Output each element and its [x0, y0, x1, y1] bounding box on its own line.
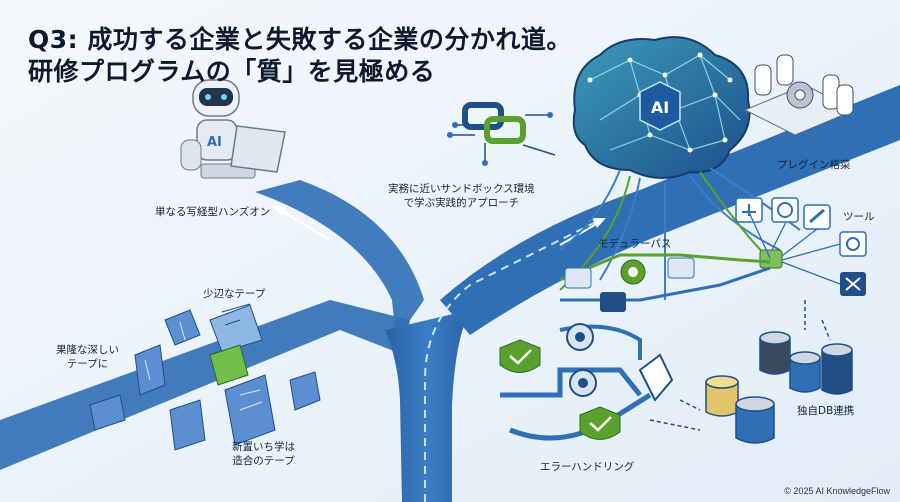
dashboard-icon: [771, 197, 799, 223]
error-node-icon: [638, 353, 674, 402]
label-shallow-tape: 少辺なテープ: [203, 288, 266, 300]
label-error-handling: エラーハンドリング: [540, 461, 635, 473]
page-title-line-2: 研修プログラムの「質」を見極める: [28, 57, 436, 86]
block: [209, 304, 263, 353]
robot-arm: [180, 139, 202, 171]
road-trunk: [385, 310, 470, 502]
label-db-link: 独自DB連携: [797, 405, 855, 417]
arrow-head-icon: [592, 218, 606, 228]
road-centerline: [424, 219, 601, 502]
chain-link-icon: [447, 102, 556, 166]
module-tile: [667, 257, 695, 279]
robot-eye: [221, 94, 227, 100]
shield-check-icon: [579, 406, 621, 440]
block: [169, 399, 206, 451]
label-deep-tape: 果隆な深しい テープに: [56, 344, 119, 370]
tool-icons: [735, 197, 867, 296]
label-simple-handson: 単なる写経型ハンズオン: [155, 206, 271, 218]
plugin-connector-icon: [759, 249, 783, 269]
error-handling-loop: [499, 323, 674, 441]
label-tool: ツール: [843, 211, 875, 223]
scattered-blocks: [89, 303, 321, 451]
page-title-line-1: Q3: 成功する企業と失敗する企業の分かれ道。: [28, 25, 572, 54]
ai-brain: AI: [559, 36, 801, 300]
block: [224, 374, 276, 446]
module-tile: [564, 267, 592, 289]
server-cluster: [743, 54, 857, 136]
brain-ai-label: AI: [651, 98, 669, 117]
green-block: [209, 344, 249, 386]
laptop-screen: [230, 125, 286, 173]
road-arrow-left: [279, 209, 331, 241]
road-right: [440, 85, 900, 335]
copyright-notice: © 2025 AI KnowledgeFlow: [784, 486, 890, 496]
robot-visor: [199, 88, 233, 106]
block: [89, 394, 126, 431]
label-sandbox-approach: 実務に近いサンドボックス環境 で学ぶ実践的アプローチ: [388, 183, 535, 209]
label-plugin: プレグイン格菜: [777, 159, 851, 171]
module-tile: [600, 292, 626, 312]
shield-check-icon: [499, 339, 541, 373]
database-cluster: [649, 300, 853, 444]
block: [164, 309, 201, 346]
block: [134, 344, 166, 396]
robot-eye: [205, 94, 211, 100]
label-new-tape: 新置いち学は 造合のテープ: [232, 441, 295, 467]
arrow-head-icon: [272, 206, 287, 216]
robot-with-laptop: AI: [180, 79, 286, 179]
settings-icon: [839, 231, 867, 257]
label-modular-path: モデュラーパス: [598, 238, 672, 250]
block: [289, 371, 321, 411]
laptop-ai-label: AI: [207, 135, 222, 150]
modular-path: [559, 253, 771, 312]
